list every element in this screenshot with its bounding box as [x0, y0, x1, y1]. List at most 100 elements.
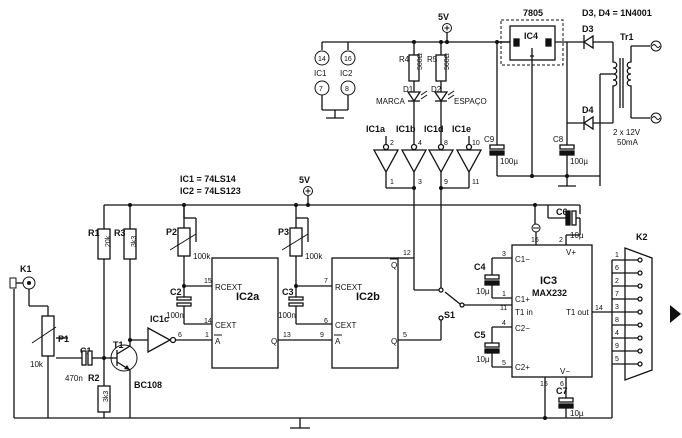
- svg-text:14: 14: [204, 318, 212, 325]
- potentiometer-p2: P2 100k: [166, 205, 211, 288]
- capacitor-c7: C7 10µ: [556, 377, 584, 418]
- svg-text:K2: K2: [636, 232, 648, 242]
- svg-text:C7: C7: [556, 386, 568, 396]
- svg-text:T1 out: T1 out: [566, 308, 589, 317]
- svg-text:T1 in: T1 in: [515, 308, 533, 317]
- svg-text:9: 9: [615, 343, 619, 350]
- svg-text:10: 10: [472, 140, 480, 147]
- svg-text:D1: D1: [403, 85, 414, 94]
- tr1-spec: 2 x 12V: [613, 128, 641, 137]
- svg-text:P1: P1: [58, 334, 69, 344]
- svg-text:D3: D3: [582, 24, 594, 34]
- svg-text:V+: V+: [566, 248, 576, 257]
- svg-text:10µ: 10µ: [476, 287, 490, 296]
- power-supply: 7805 IC4 D3, D4 = 1N4001 D3 D4 Tr1: [484, 8, 662, 187]
- svg-text:10µ: 10µ: [570, 409, 584, 418]
- svg-text:IC1c: IC1c: [150, 314, 169, 324]
- svg-text:13: 13: [283, 332, 291, 339]
- svg-text:D4: D4: [582, 105, 594, 115]
- svg-text:5: 5: [403, 332, 407, 339]
- svg-text:C5: C5: [474, 330, 486, 340]
- svg-text:4: 4: [615, 330, 619, 337]
- svg-text:2: 2: [390, 140, 394, 147]
- svg-text:R2: R2: [88, 373, 100, 383]
- svg-text:C1+: C1+: [515, 295, 530, 304]
- svg-text:RCEXT: RCEXT: [335, 283, 362, 292]
- svg-text:6: 6: [178, 332, 182, 339]
- ic2-label: IC2: [340, 69, 353, 78]
- svg-text:14: 14: [595, 305, 603, 312]
- svg-text:R5: R5: [427, 55, 438, 64]
- potentiometer-p1: P1 10k: [30, 306, 82, 418]
- ic1-label: IC1: [314, 69, 327, 78]
- regulator-label: 7805: [523, 8, 543, 18]
- svg-text:3: 3: [615, 304, 619, 311]
- svg-text:K1: K1: [20, 264, 32, 274]
- svg-text:9: 9: [320, 332, 324, 339]
- svg-text:A: A: [335, 337, 341, 346]
- svg-text:P3: P3: [278, 227, 289, 237]
- svg-text:470n: 470n: [65, 374, 83, 383]
- inverter-ic1c: IC1c 6 1: [147, 314, 212, 354]
- ic2-definition: IC2 = 74LS123: [180, 186, 241, 196]
- svg-text:11: 11: [500, 305, 507, 312]
- svg-text:100k: 100k: [305, 252, 323, 261]
- svg-text:3: 3: [418, 179, 422, 186]
- svg-text:R3: R3: [114, 228, 126, 238]
- resistor-r5: R5 560Ω: [427, 53, 451, 92]
- svg-text:IC1a: IC1a: [366, 124, 386, 134]
- svg-text:1: 1: [205, 332, 209, 339]
- ic2a-label: IC2a: [236, 291, 260, 303]
- svg-text:2: 2: [615, 278, 619, 285]
- svg-text:8: 8: [615, 317, 619, 324]
- resistor-r3: R3 3k3: [114, 205, 138, 342]
- svg-text:10µ: 10µ: [570, 231, 584, 240]
- svg-text:7: 7: [324, 278, 328, 285]
- svg-text:8: 8: [345, 86, 349, 93]
- svg-text:1: 1: [390, 179, 394, 186]
- ic3-part: MAX232: [532, 288, 567, 298]
- svg-text:IC1d: IC1d: [424, 124, 444, 134]
- svg-text:R4: R4: [399, 55, 410, 64]
- svg-text:14: 14: [318, 56, 326, 63]
- inverter-chain: IC1a IC1b IC1d IC1e 2 1 4 3 8 9 10 11: [366, 118, 483, 290]
- svg-text:C9: C9: [484, 135, 495, 144]
- svg-text:P2: P2: [166, 227, 177, 237]
- svg-text:C2−: C2−: [515, 324, 530, 333]
- svg-text:C2+: C2+: [515, 363, 530, 372]
- svg-text:CEXT: CEXT: [215, 321, 236, 330]
- svg-text:C8: C8: [553, 135, 564, 144]
- svg-text:C4: C4: [474, 262, 486, 272]
- capacitor-c6: C6 10µ: [547, 205, 584, 245]
- capacitor-c1: C1 470n: [65, 346, 104, 383]
- svg-text:5: 5: [502, 360, 506, 367]
- transistor-t1: T1 BC108: [104, 339, 162, 418]
- svg-text:2: 2: [559, 237, 563, 244]
- svg-text:8: 8: [444, 140, 448, 147]
- svg-text:12: 12: [403, 250, 411, 257]
- svg-text:3k3: 3k3: [131, 236, 138, 247]
- tr1-current: 50mA: [617, 138, 639, 147]
- ic2a: IC2a RCEXT CEXT A Q 15 14 9 13: [184, 257, 332, 369]
- svg-text:S1: S1: [444, 310, 455, 320]
- svg-text:R1: R1: [88, 228, 100, 238]
- ic3-label: IC3: [540, 275, 557, 287]
- diodes-def: D3, D4 = 1N4001: [582, 8, 652, 18]
- resistor-r1: R1 20k: [88, 205, 112, 386]
- svg-text:100k: 100k: [193, 252, 211, 261]
- svg-text:560Ω: 560Ω: [444, 53, 451, 70]
- svg-text:Q: Q: [391, 337, 397, 346]
- svg-text:9: 9: [444, 179, 448, 186]
- resistor-r4: R4 560Ω: [399, 53, 424, 92]
- svg-text:C3: C3: [282, 287, 294, 297]
- svg-text:10µ: 10µ: [476, 355, 490, 364]
- svg-text:10k: 10k: [30, 360, 44, 369]
- svg-text:15: 15: [540, 381, 548, 388]
- svg-text:7: 7: [615, 291, 619, 298]
- svg-text:100n: 100n: [278, 311, 296, 320]
- ground-rail: [14, 417, 612, 429]
- mid-5v-rail: 5V: [104, 175, 580, 207]
- svg-text:4: 4: [418, 140, 422, 147]
- ic3-max232: IC3 MAX232 C1− C1+ T1 in C2− C2+ T1 out …: [500, 205, 612, 420]
